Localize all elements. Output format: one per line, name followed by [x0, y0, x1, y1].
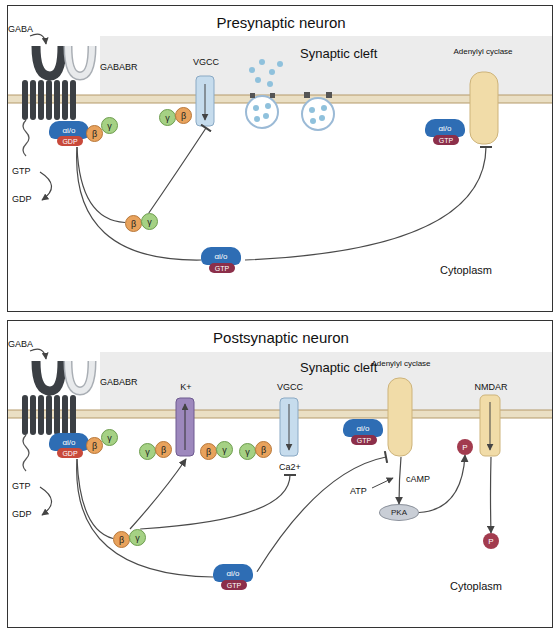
g-beta-label: β — [255, 441, 272, 458]
signal-arrow — [77, 147, 125, 223]
k-channel: K+ — [171, 379, 201, 459]
ion-flow-arrow — [185, 404, 186, 450]
kinase-label: PKA — [379, 504, 419, 521]
phosphate-label: P — [457, 439, 473, 455]
ion-flow-arrow — [289, 404, 290, 450]
g-beta-label: β — [125, 215, 142, 232]
nmda-receptor: NMDAR — [469, 379, 513, 457]
g-beta-label: β — [113, 531, 130, 548]
atp-arrow — [372, 478, 393, 488]
g-beta-gamma: βγ — [125, 213, 159, 232]
phosphate: P — [457, 439, 473, 455]
part-label: Adenylyl cyclase — [453, 41, 513, 63]
panel-title: Presynaptic neuron — [8, 12, 554, 32]
panel-title: Postsynaptic neuron — [8, 327, 554, 347]
g-gamma-label: γ — [129, 529, 146, 546]
g-beta-label: β — [200, 443, 217, 460]
g-beta-gamma: βγ — [113, 529, 147, 548]
adenylyl-cyclase — [470, 72, 498, 144]
inhibition-arrow — [257, 457, 386, 572]
g-beta-gamma: βγ — [200, 441, 234, 460]
g-beta-gamma: γβ — [239, 441, 273, 460]
g-alpha-gtp: αi/oGTP — [425, 119, 469, 145]
vesicles — [246, 59, 334, 130]
text-label: ATP — [350, 486, 367, 496]
text-label: GDP — [12, 194, 32, 204]
part-label: K+ — [171, 381, 201, 393]
text-label: Cytoplasm — [450, 580, 502, 592]
text-label: Cytoplasm — [440, 264, 492, 276]
receptor — [22, 34, 92, 200]
g-alpha-gtp: αi/oGTP — [201, 247, 245, 273]
adenylyl-cyclase: Adenylyl cyclase — [371, 353, 431, 457]
ion-flow-arrow — [490, 402, 491, 450]
g-gamma-label: γ — [101, 117, 118, 134]
gtp-label: GTP — [433, 135, 459, 145]
g-gamma-label: γ — [239, 443, 256, 460]
g-gamma-label: γ — [139, 443, 156, 460]
text-label: GTP — [12, 481, 31, 491]
inhibition-arrow — [140, 475, 290, 529]
g-gamma-label: γ — [141, 213, 158, 230]
gtp-label: GTP — [209, 263, 235, 273]
text-label: Synaptic cleft — [300, 360, 377, 375]
text-label: GABABR — [100, 62, 138, 72]
nmda-receptor — [480, 395, 500, 456]
part-label: Ca2+ — [273, 461, 307, 473]
part-label: VGCC — [271, 381, 309, 393]
pka: PKA — [379, 504, 419, 521]
inhibition-arrow — [245, 147, 486, 260]
text-label: cAMP — [406, 474, 430, 484]
part-label: NMDAR — [469, 381, 513, 393]
text-label: GABA — [8, 24, 33, 34]
signal-arrow — [399, 457, 401, 504]
g-gamma-label: γ — [159, 109, 176, 126]
signal-arrow — [77, 459, 113, 539]
gdp-label: GDP — [57, 136, 83, 146]
g-gamma-label: γ — [101, 429, 118, 446]
g-gamma-label: γ — [216, 441, 233, 458]
g-beta-label: β — [175, 107, 192, 124]
signal-arrow — [130, 459, 186, 529]
part-label: VGCC — [189, 56, 223, 68]
g-beta-gamma: γβ — [159, 107, 193, 126]
g-alpha-gtp: αi/oGTP — [343, 419, 387, 445]
g-beta-gamma: γβ — [139, 441, 173, 460]
phosphate: P — [483, 533, 499, 549]
gtp-label: GTP — [351, 435, 377, 445]
phosphate-label: P — [483, 533, 499, 549]
text-label: GABA — [8, 339, 33, 349]
text-label: GTP — [12, 166, 31, 176]
part-label: Adenylyl cyclase — [371, 353, 431, 375]
k-channel — [176, 398, 194, 456]
g-protein-heterotrimer: αi/oGDPβγ — [49, 117, 119, 147]
vgcc-channel — [196, 76, 214, 126]
text-label: Synaptic cleft — [300, 46, 377, 61]
ion-flow-arrow — [205, 84, 206, 120]
vgcc-channel — [280, 398, 298, 456]
vgcc: VGCC Ca2+ — [271, 379, 309, 475]
text-label: GABABR — [100, 377, 138, 387]
gdp-label: GDP — [57, 448, 83, 458]
g-beta-label: β — [155, 441, 172, 458]
gtp-label: GTP — [221, 580, 247, 590]
vgcc: VGCC — [189, 56, 223, 128]
signal-arrow — [490, 457, 492, 533]
adenylyl-cyclase — [388, 378, 412, 456]
receptor — [22, 349, 92, 515]
text-label: GDP — [12, 509, 32, 519]
inhibition-arrow — [149, 128, 206, 213]
g-alpha-gtp: αi/oGTP — [213, 564, 257, 590]
signal-arrow — [77, 459, 213, 577]
g-protein-heterotrimer: αi/oGDPβγ — [49, 429, 119, 459]
